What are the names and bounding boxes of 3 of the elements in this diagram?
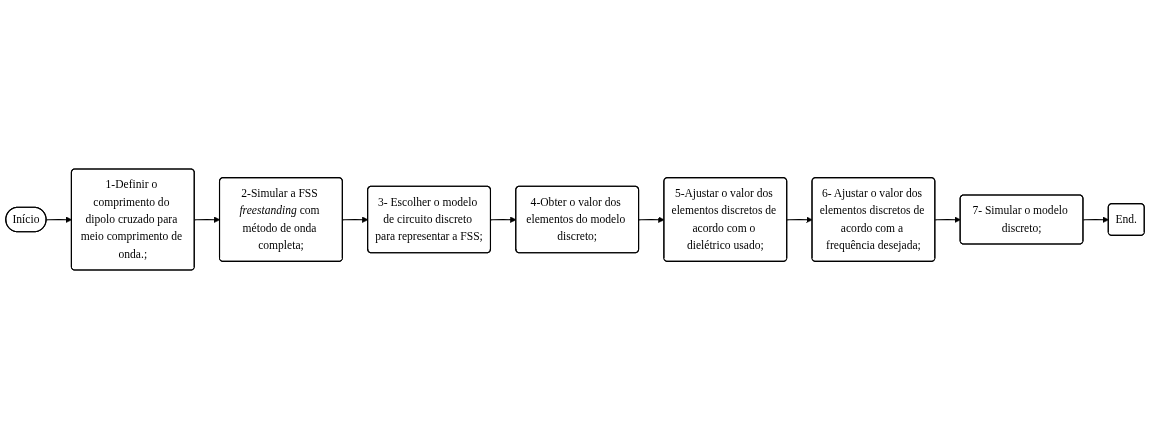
arrow (786, 216, 813, 223)
arrow (934, 216, 961, 223)
arrow (1082, 216, 1109, 223)
